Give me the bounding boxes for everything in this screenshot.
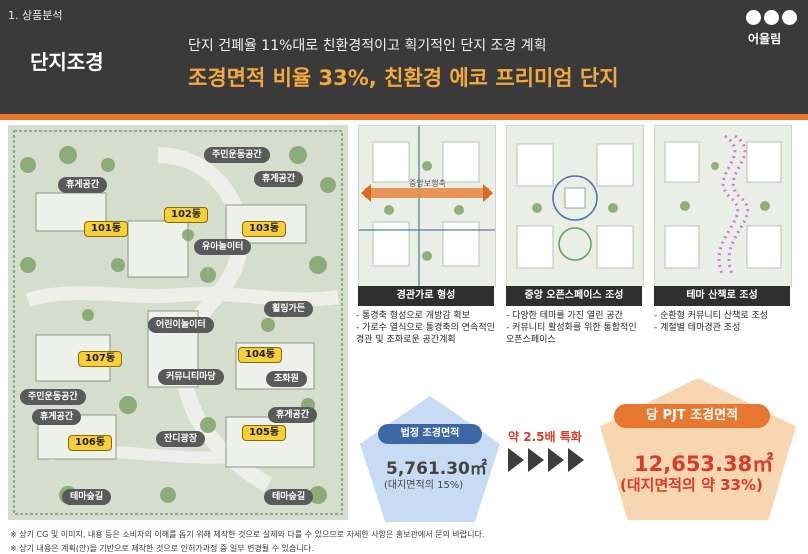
chevron-arrow-icon <box>508 448 584 472</box>
building-tag: 107동 <box>78 351 123 367</box>
legal-area-note: (대지면적의 15%) <box>384 480 464 491</box>
facility-label: 유아놀이터 <box>194 239 252 255</box>
facility-label: 휠링가든 <box>264 301 314 317</box>
facility-label: 커뮤니티마당 <box>158 369 224 385</box>
logo-dot-icon <box>764 10 779 25</box>
plan-bullet: - 순환형 커뮤니티 산책로 조성 <box>654 311 769 321</box>
legal-area-label: 법정 조경면적 <box>378 424 482 444</box>
plan-overlay-text: 중앙보행축 <box>409 179 446 188</box>
plan-bullets-open-space: - 다양한 테마를 가진 열린 공간 - 커뮤니티 활성화를 위한 통합적인 오… <box>506 310 646 346</box>
plan-label-landscape-street: 경관가로 형성 <box>358 286 494 306</box>
subtitle: 단지 건폐율 11%대로 친환경적이고 획기적인 단지 조경 계획 <box>188 38 547 54</box>
multiplier-label: 약 2.5배 특화 <box>508 430 582 444</box>
brand-logo: 어울림 <box>744 10 800 50</box>
headline: 조경면적 비율 33%, 친환경 에코 프리미엄 단지 <box>188 66 619 90</box>
facility-label: 어린이놀이터 <box>148 317 214 333</box>
plan-bullets-walkway: - 순환형 커뮤니티 산책로 조성 - 계절별 테마경관 조성 <box>654 310 794 334</box>
facility-label: 테마숲길 <box>62 489 112 505</box>
facility-label: 조화원 <box>266 371 307 387</box>
facility-label: 잔디광장 <box>156 431 206 447</box>
plan-bullet: - 커뮤니티 활성화를 위한 통합적인 <box>506 323 637 333</box>
site-plan: 주민운동공간 휴게공간 휴게공간 유아놀이터 어린이놀이터 휠링가든 커뮤니티마… <box>8 125 348 520</box>
facility-label: 테마숲길 <box>264 489 314 505</box>
facility-label: 휴게공간 <box>254 171 304 187</box>
building-tag: 106동 <box>68 435 113 451</box>
building-tag: 104동 <box>238 347 283 363</box>
header-bar: 1. 상품분석 단지조경 단지 건폐율 11%대로 친환경적이고 획기적인 단지… <box>0 0 808 114</box>
plan-thumb-landscape-street: 중앙보행축 <box>358 125 496 287</box>
building-tag: 102동 <box>164 207 209 223</box>
facility-label: 주민운동공간 <box>204 147 270 163</box>
plan-diagram <box>507 126 643 286</box>
plan-label-walkway: 테마 산책로 조성 <box>654 286 790 306</box>
logo-name: 어울림 <box>748 32 782 46</box>
logo-dot-icon <box>782 10 797 25</box>
plan-bullets-landscape-street: - 통경축 형성으로 개방감 확보 - 가로수 열식으로 통경축의 연속적인 경… <box>356 310 496 346</box>
plan-bullet: 경관 및 조화로운 공간계획 <box>356 335 456 345</box>
plan-thumb-walkway <box>654 125 792 287</box>
building-tag: 101동 <box>84 221 129 237</box>
plan-label-open-space: 중앙 오픈스페이스 조성 <box>506 286 642 306</box>
logo-dot-icon <box>746 10 761 25</box>
building-tag: 103동 <box>242 221 287 237</box>
facility-label: 휴게공간 <box>32 409 82 425</box>
footnote: ※ 상기 CG 및 이미지, 내용 등은 소비자의 이해를 돕기 위해 제작한 … <box>10 530 485 539</box>
page-title: 단지조경 <box>30 50 104 74</box>
plan-bullet: - 통경축 형성으로 개방감 확보 <box>356 311 471 321</box>
legal-area-value: 5,761.30㎡ <box>386 459 487 479</box>
facility-label: 휴게공간 <box>58 177 108 193</box>
accent-stripe <box>0 114 808 120</box>
facility-label: 주민운동공간 <box>20 389 86 405</box>
pjt-area-label: 당 PJT 조경면적 <box>614 404 770 428</box>
plan-bullet: 오픈스페이스 <box>506 335 556 345</box>
section-label: 1. 상품분석 <box>8 9 63 22</box>
pjt-area-value: 12,653.38㎡ <box>634 452 774 476</box>
plan-diagram <box>359 126 495 286</box>
plan-bullet: - 다양한 테마를 가진 열린 공간 <box>506 311 623 321</box>
plan-bullet: - 가로수 열식으로 통경축의 연속적인 <box>356 323 495 333</box>
plan-diagram <box>655 126 791 286</box>
building-tag: 105동 <box>242 425 287 441</box>
pjt-area-note: (대지면적의 약 33%) <box>620 476 763 494</box>
site-plan-drawing <box>8 125 348 520</box>
footnote: ※ 상기 내용은 계획(안)을 기반으로 제작한 것으로 인허가과정 중 일부 … <box>10 544 314 553</box>
plan-thumb-open-space <box>506 125 644 287</box>
facility-label: 휴게공간 <box>268 407 318 423</box>
plan-bullet: - 계절별 테마경관 조성 <box>654 323 741 333</box>
